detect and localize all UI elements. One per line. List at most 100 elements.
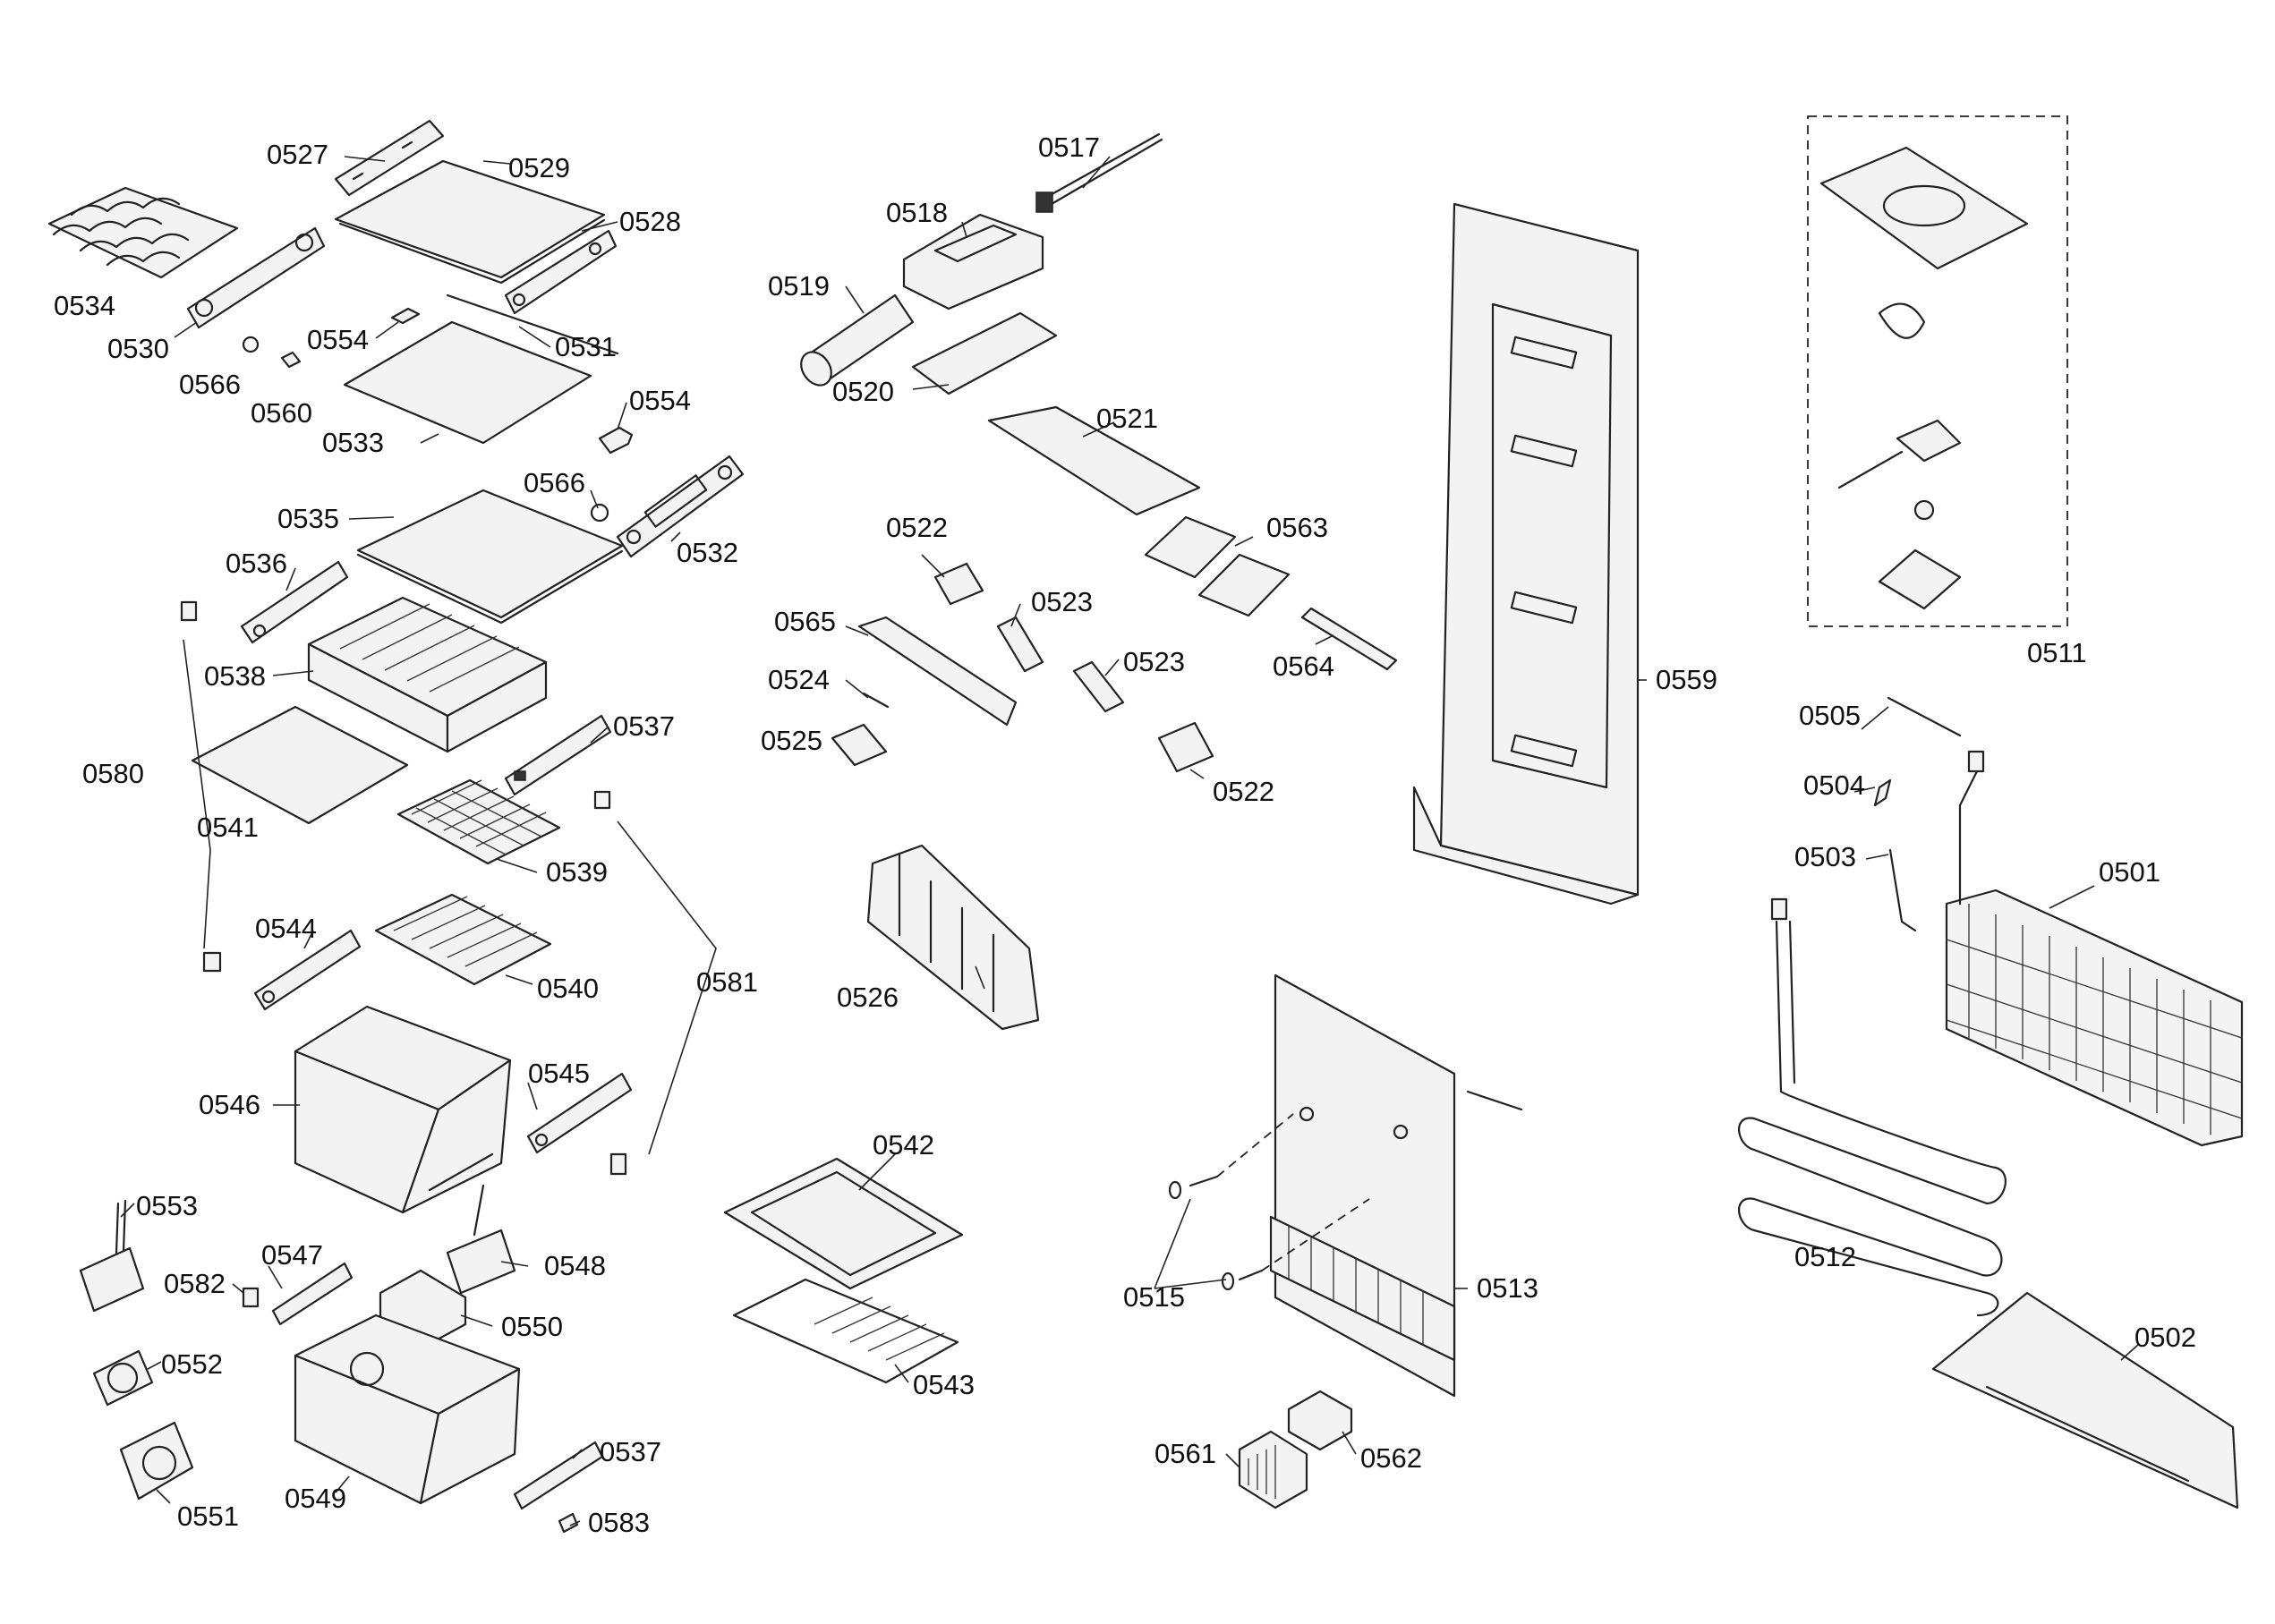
rail-0547-illustration xyxy=(271,1262,354,1326)
bulb-0523-a-illustration xyxy=(996,616,1044,673)
back-panel-0513-illustration xyxy=(1269,974,1523,1398)
clip-0583-illustration xyxy=(558,1512,579,1534)
stopper-0581-b-illustration xyxy=(609,1152,627,1176)
part-callout-0503: 0503 xyxy=(1794,841,1856,872)
bulb-0523-b-illustration xyxy=(1072,660,1125,713)
pin-0524-illustration xyxy=(862,692,890,709)
part-callout-0559: 0559 xyxy=(1656,664,1717,695)
sensor-0517-illustration xyxy=(1035,132,1163,213)
screws-0515-illustration xyxy=(1168,1113,1370,1291)
part-callout-0536: 0536 xyxy=(226,548,287,579)
stopper-0580-a-illustration xyxy=(180,600,198,622)
housing-0518-illustration xyxy=(902,213,1044,310)
wine-rack-illustration xyxy=(47,186,239,279)
part-callout-0564: 0564 xyxy=(1273,650,1334,682)
clip-0554-b-illustration xyxy=(598,426,634,455)
part-callout-0532: 0532 xyxy=(677,537,738,568)
part-callout-0554: 0554 xyxy=(629,385,691,416)
part-callout-0527: 0527 xyxy=(267,139,328,170)
part-callout-0581: 0581 xyxy=(696,966,758,998)
cap-0560-illustration xyxy=(280,351,302,369)
part-callout-0530: 0530 xyxy=(107,333,169,364)
evaporator-0501-illustration xyxy=(1945,750,2244,1147)
module-0548-illustration xyxy=(446,1229,516,1295)
part-callout-0523: 0523 xyxy=(1123,646,1185,677)
part-number-callouts: 0501050205030504050505110512051305150517… xyxy=(54,132,2196,1538)
rail-0545-illustration xyxy=(526,1072,633,1154)
part-callout-0520: 0520 xyxy=(832,376,894,407)
rail-0544-illustration xyxy=(253,929,362,1011)
part-callout-0537: 0537 xyxy=(600,1436,661,1467)
part-callout-0548: 0548 xyxy=(544,1250,606,1281)
clip-0554-a-illustration xyxy=(390,307,421,325)
part-callout-0544: 0544 xyxy=(255,913,317,944)
part-callout-0551: 0551 xyxy=(177,1501,239,1532)
part-callout-0561: 0561 xyxy=(1155,1438,1216,1469)
part-callout-0580: 0580 xyxy=(82,758,144,789)
part-callout-0515: 0515 xyxy=(1123,1281,1185,1313)
part-callout-0545: 0545 xyxy=(528,1058,590,1089)
part-callout-0552: 0552 xyxy=(161,1348,223,1380)
module-0553-illustration xyxy=(79,1199,145,1313)
drain-tray-0502-illustration xyxy=(1931,1291,2239,1509)
thermostat-0503-illustration xyxy=(1888,848,1917,932)
bin-0549-illustration xyxy=(294,1314,521,1505)
grille-0561-illustration xyxy=(1238,1430,1308,1509)
fan-housing-0551-illustration xyxy=(119,1421,194,1501)
block-0562-illustration xyxy=(1287,1390,1353,1451)
part-callout-0537: 0537 xyxy=(613,710,675,742)
bracket-0527-illustration xyxy=(334,119,445,197)
part-callout-0582: 0582 xyxy=(164,1268,226,1299)
door-liner-0559-illustration xyxy=(1412,202,1640,906)
grille-0539-illustration xyxy=(396,778,561,865)
part-callout-0534: 0534 xyxy=(54,290,115,321)
heater-0512-illustration xyxy=(1738,897,2007,1317)
glass-frame-0542-illustration xyxy=(723,1157,964,1290)
part-callout-0565: 0565 xyxy=(774,606,836,637)
grille-0540-illustration xyxy=(374,893,552,986)
leader-0581 xyxy=(617,821,717,1155)
switch-0525-illustration xyxy=(831,723,888,767)
part-callout-0531: 0531 xyxy=(555,331,617,362)
glass-shelf-0533-illustration xyxy=(343,320,592,445)
part-callout-0543: 0543 xyxy=(913,1369,975,1400)
pad-0563-a-illustration xyxy=(1144,515,1237,579)
bracket-0521-illustration xyxy=(987,405,1201,516)
glass-shelf-0529-illustration xyxy=(334,159,606,279)
part-callout-0511: 0511 xyxy=(2027,637,2087,668)
part-callout-0504: 0504 xyxy=(1803,769,1865,801)
part-callout-0517: 0517 xyxy=(1038,132,1100,163)
part-callout-0523: 0523 xyxy=(1031,586,1093,617)
part-callout-0553: 0553 xyxy=(136,1190,198,1221)
part-callout-0535: 0535 xyxy=(277,503,339,534)
part-callout-0541: 0541 xyxy=(197,812,259,843)
bracket-0532-illustration xyxy=(616,455,745,558)
part-callout-0547: 0547 xyxy=(261,1239,323,1271)
ring-0566-b-illustration xyxy=(590,503,609,523)
part-callout-0513: 0513 xyxy=(1477,1272,1538,1304)
part-illustrations xyxy=(47,115,2244,1534)
part-callout-0566: 0566 xyxy=(179,369,241,400)
lens-0565-illustration xyxy=(857,616,1018,727)
drawer-rail-0536-illustration xyxy=(240,560,349,644)
fan-0552-illustration xyxy=(92,1349,154,1407)
part-callout-0518: 0518 xyxy=(886,197,948,228)
part-callout-0554: 0554 xyxy=(307,324,369,355)
part-callout-0522: 0522 xyxy=(1213,776,1274,807)
part-callout-0525: 0525 xyxy=(761,725,822,756)
part-callout-0533: 0533 xyxy=(322,427,384,458)
ice-tray-0526-illustration xyxy=(866,844,1040,1031)
part-callout-0528: 0528 xyxy=(619,206,681,237)
stopper-0581-a-illustration xyxy=(593,790,611,810)
callout-leaders xyxy=(120,156,2140,1526)
ring-0566-a-illustration xyxy=(242,336,260,353)
clip-0504-illustration xyxy=(1873,778,1892,807)
leader-0580 xyxy=(183,639,211,949)
cylinder-0519-illustration xyxy=(800,293,915,387)
pad-0563-b-illustration xyxy=(1197,553,1291,617)
rail-0537-b-illustration xyxy=(513,1441,604,1510)
part-callout-0521: 0521 xyxy=(1096,403,1158,434)
stopper-0580-b-illustration xyxy=(202,951,222,973)
part-callout-0522: 0522 xyxy=(886,512,948,543)
socket-0522-a-illustration xyxy=(933,562,984,606)
